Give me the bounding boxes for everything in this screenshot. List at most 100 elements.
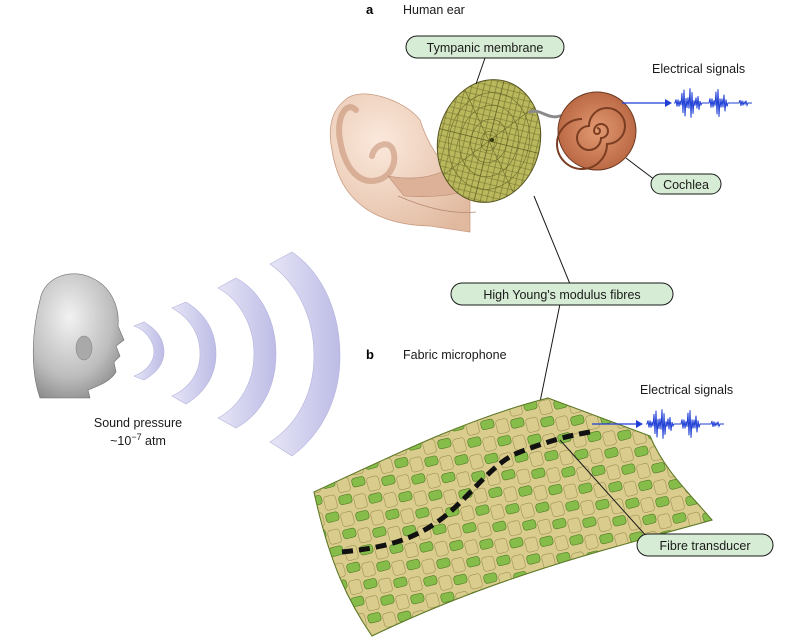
fabric-weave-cell [551,381,566,397]
sound-pressure-label: Sound pressure [94,416,182,430]
fabric-weave-cell [479,538,494,550]
fabric-weave-cell [663,564,678,576]
fabric-weave-cell [618,566,633,583]
fabric-weave-cell [655,496,670,508]
fabric-weave-cell [452,437,467,454]
woven-fabric [313,373,768,637]
fabric-weave-cell [425,592,440,609]
fabric-weave-cell [569,534,584,546]
fabric-weave-cell [588,567,603,584]
fabric-weave-cell [520,502,535,519]
fabric-weave-cell [591,464,606,477]
fabric-weave-cell [314,444,317,461]
fabric-weave-cell [747,509,762,525]
tympanic-membrane-callout: Tympanic membrane [405,35,565,85]
fabric-weave-cell [327,528,342,545]
fabric-weave-cell [383,491,398,508]
fabric-weave-cell [492,520,507,532]
fabric-weave-cell [613,398,628,407]
fabric-weave-cell [393,576,408,588]
fabric-weave-cell [502,606,517,622]
fabric-weave-cell [538,399,553,416]
fabric-weave-cell [439,455,454,471]
fabric-weave-cell [753,560,768,572]
fabric-weave-cell [510,417,525,429]
fabric-weave-cell [707,425,712,437]
fabric-weave-cell [316,563,331,575]
fabric-weave-cell [462,522,477,534]
fabric-weave-cell [491,398,506,401]
fabric-weave-cell [731,373,746,389]
fabric-weave-cell [592,601,607,618]
fabric-weave-cell [555,415,570,432]
fabric-weave-cell [346,561,361,573]
fabric-weave-cell [505,503,520,515]
sound-waves [133,251,341,457]
fabric-weave-cell [563,483,578,500]
fabric-weave-cell [626,377,641,389]
fabric-weave-cell [335,596,350,613]
fabric-weave-cell [416,398,431,399]
fabric-weave-cell [712,596,727,612]
fabric-weave-cell [360,424,375,436]
fabric-weave-cell [526,553,541,565]
fabric-weave-cell [347,442,362,454]
fabric-weave-cell [617,429,632,441]
fabric-weave-cell [692,426,707,443]
fabric-weave-cell [340,511,355,527]
fabric-weave-cell [484,452,499,464]
fabric-weave-cell [535,501,550,513]
fabric-weave-cell [437,437,452,450]
fabric-weave-cell [441,471,456,484]
fabric-weave-cell [533,484,548,501]
fabric-weave-cell [509,537,524,549]
fabric-weave-cell [516,468,531,485]
fabric-weave-cell [365,595,380,612]
fabric-weave-cell [415,507,430,519]
fabric-weave-cell [544,449,559,462]
fabric-weave-cell [597,516,612,532]
fabric-weave-cell [653,479,668,496]
fabric-weave-cell [574,448,589,460]
panel-a: a Human ear [329,2,752,233]
fabric-weave-cell [320,597,335,609]
fabric-weave-cell [432,523,447,535]
fabric-weave-cell [611,378,626,394]
fabric-weave-cell [349,459,364,476]
fabric-weave-cell [636,463,651,479]
fabric-weave-cell [482,436,497,452]
fabric-weave-cell [345,425,360,442]
fabric-weave-cell [356,398,371,402]
fabric-weave-cell [368,492,383,504]
fabric-weave-cell [317,443,332,455]
fabric-weave-cell [392,440,407,457]
fabric-weave-cell [657,513,672,530]
fabric-weave-cell [477,521,492,538]
fabric-weave-cell [604,447,619,459]
fabric-weave-cell [361,561,376,578]
fabric-weave-cell [711,459,712,471]
fabric-weave-cell [400,508,415,525]
fabric-weave-cell [434,540,449,557]
fabric-weave-cell [433,403,448,416]
fabric-weave-cell [391,559,406,576]
fabric-weave-cell [318,580,333,597]
fabric-weave-cell [679,443,694,460]
fabric-weave-cell [341,398,356,408]
fabric-weave-cell [715,493,730,505]
fabric-weave-cell [358,407,373,424]
fabric-weave-cell [448,403,463,420]
fabric-weave-cell [348,579,363,595]
fabric-weave-cell [405,422,420,439]
fabric-weave-cell [367,612,382,624]
fabric-weave-cell [735,407,750,423]
fabric-weave-cell [698,476,712,489]
panel-b-title: Fabric microphone [403,348,507,362]
fabric-weave-cell [451,557,466,573]
fabric-weave-cell [637,599,652,611]
fabric-weave-cell [662,427,677,444]
fabric-weave-cell [584,533,599,550]
fabric-weave-cell [394,456,409,469]
sound-pressure-value: ~10−7 atm [110,432,166,448]
fabric-weave-cell [628,398,643,411]
